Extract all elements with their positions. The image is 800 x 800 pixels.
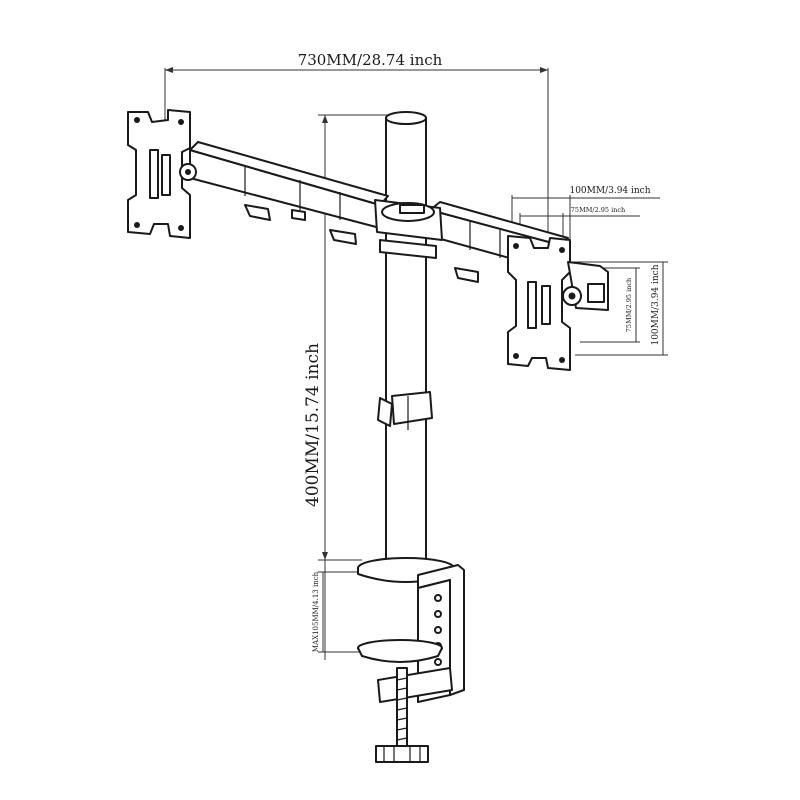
- clamp-max-dimension: MAX105MM/4.13 inch: [312, 571, 370, 653]
- left-vesa-plate: [127, 109, 197, 239]
- clamp-max-label: MAX105MM/4.13 inch: [312, 571, 320, 652]
- pole: [377, 111, 433, 571]
- left-arm: [189, 141, 389, 245]
- total-width-label: 730MM/28.74 inch: [298, 51, 443, 69]
- right-vesa-plate: [507, 235, 609, 371]
- pole-height-label: 400MM/15.74 inch: [303, 343, 323, 507]
- vesa-small-v-label: 75MM/2.95 inch: [625, 278, 633, 332]
- arm-hub: [374, 199, 443, 259]
- clamp-base: [357, 557, 465, 763]
- vesa-vertical-dimensions: 100MM/3.94 inch 75MM/2.95 inch: [565, 261, 668, 356]
- vesa-large-h-label: 100MM/3.94 inch: [569, 186, 650, 196]
- vesa-large-v-label: 100MM/3.94 inch: [651, 264, 661, 345]
- vesa-small-h-label: 75MM/2.95 inch: [571, 206, 625, 214]
